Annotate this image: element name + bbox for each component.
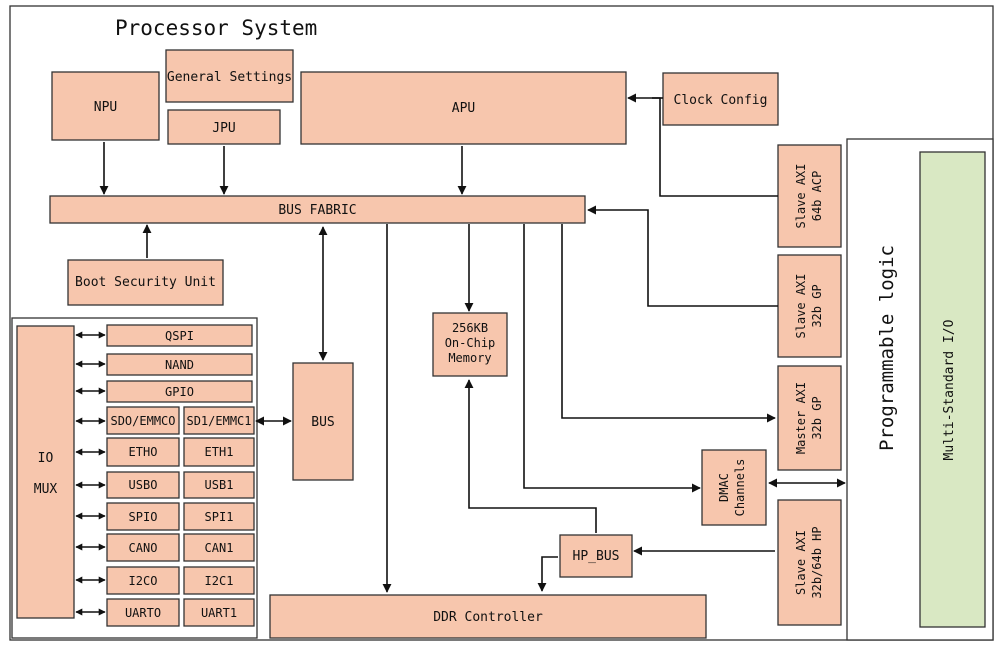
jpu-block — [167, 109, 281, 145]
can0-label: CANO — [129, 541, 158, 555]
spi0-block — [106, 502, 180, 531]
sdio0-block — [106, 406, 180, 435]
io-mux-line2: MUX — [34, 482, 58, 497]
i2c0-label: I2CO — [129, 574, 158, 588]
sdio0-label: SDO/EMMCO — [110, 414, 175, 428]
io-mux-line1: IO — [38, 451, 54, 466]
on-chip-memory-block — [432, 312, 508, 377]
usb0-block — [106, 471, 180, 499]
usb0-label: USBO — [129, 478, 158, 492]
ocm-label-line2: On-Chip — [445, 336, 496, 350]
bus-fabric-block — [49, 195, 586, 224]
uart1-label: UART1 — [201, 606, 237, 620]
general-settings-label: General Settings — [167, 70, 292, 85]
i2c1-label: I2C1 — [205, 574, 234, 588]
npu-block — [51, 71, 160, 141]
multi-standard-io-block — [919, 151, 986, 628]
usb1-block — [183, 471, 255, 499]
diagram-title: Processor System — [115, 16, 317, 40]
multi-standard-io-label: Multi-Standard I/O — [942, 319, 957, 460]
i2c1-block — [183, 566, 255, 595]
apu-block — [300, 71, 627, 145]
master-axi-gp-block — [777, 365, 842, 471]
slave-gp-to-bus-fabric-arrow — [587, 205, 778, 307]
ocm-label-line1: 256KB — [452, 321, 488, 335]
hp-bus-to-ocm-arrow — [464, 379, 597, 533]
can1-block — [183, 533, 255, 562]
master-axi-gp-line2: 32b GP — [810, 396, 824, 439]
slave-axi-acp-line2: 64b ACP — [810, 171, 824, 222]
ddr-controller-block — [269, 594, 707, 639]
dmac-label-line1: DMAC — [717, 473, 731, 502]
eth0-block — [106, 437, 180, 467]
bus-fabric-to-master-gp-arrow — [561, 224, 776, 423]
spi1-block — [183, 502, 255, 531]
boot-security-unit-label: Boot Security Unit — [75, 275, 216, 290]
io-mux-block — [16, 325, 75, 619]
gpio-label: GPIO — [165, 385, 194, 399]
npu-label: NPU — [94, 100, 117, 115]
slave-axi-acp-block — [777, 144, 842, 248]
gpio-block — [106, 380, 253, 403]
clock-config-block — [662, 72, 779, 126]
programmable-logic-label: Programmable logic — [876, 245, 898, 451]
spi1-label: SPI1 — [205, 510, 234, 524]
hp-bus-block — [559, 534, 633, 578]
uart0-block — [106, 598, 180, 627]
jpu-label: JPU — [212, 121, 235, 136]
bus-fabric-label: BUS FABRIC — [278, 203, 356, 218]
bus-fabric-to-dmac-arrow — [523, 224, 701, 493]
nand-label: NAND — [165, 358, 194, 372]
io-subsystem-frame — [11, 317, 258, 639]
interconnect-arrows — [99, 93, 846, 593]
io-mux-peripheral-connectors — [75, 331, 106, 616]
eth1-block — [183, 437, 255, 467]
hp-bus-label: HP_BUS — [573, 549, 620, 564]
dmac-label-line2: Channels — [733, 459, 747, 517]
slave-axi-acp-line1: Slave AXI — [794, 163, 808, 228]
apu-label: APU — [452, 101, 475, 116]
slave-axi-gp-line2: 32b GP — [810, 284, 824, 327]
boot-security-unit-block — [67, 259, 224, 306]
eth0-label: ETHO — [129, 445, 158, 459]
general-settings-block — [165, 49, 294, 103]
slave-axi-gp-line1: Slave AXI — [794, 273, 808, 338]
sdio1-label: SD1/EMMC1 — [186, 414, 251, 428]
spi0-label: SPIO — [129, 510, 158, 524]
qspi-block — [106, 324, 253, 347]
clock-config-label: Clock Config — [674, 93, 768, 108]
bus-label: BUS — [311, 415, 334, 430]
ocm-label-line3: Memory — [448, 351, 491, 365]
slave-axi-hp-line1: Slave AXI — [794, 530, 808, 595]
i2c0-block — [106, 566, 180, 595]
acp-to-apu-arrow — [627, 93, 778, 197]
qspi-label: QSPI — [165, 329, 194, 343]
master-axi-gp-line1: Master AXI — [794, 382, 808, 454]
can0-block — [106, 533, 180, 562]
can1-label: CAN1 — [205, 541, 234, 555]
uart0-label: UARTO — [125, 606, 161, 620]
eth1-label: ETH1 — [205, 445, 234, 459]
slave-axi-gp-block — [777, 254, 842, 358]
sdio1-block — [183, 406, 255, 435]
bus-block — [292, 362, 354, 481]
ddr-controller-label: DDR Controller — [433, 610, 543, 625]
hp-bus-to-ddr-arrow — [537, 556, 558, 592]
dmac-channels-block — [701, 449, 767, 526]
usb1-label: USB1 — [205, 478, 234, 492]
slave-axi-hp-line2: 32b/64b HP — [810, 526, 824, 598]
slave-axi-hp-block — [777, 499, 842, 626]
nand-block — [106, 353, 253, 376]
uart1-block — [183, 598, 255, 627]
